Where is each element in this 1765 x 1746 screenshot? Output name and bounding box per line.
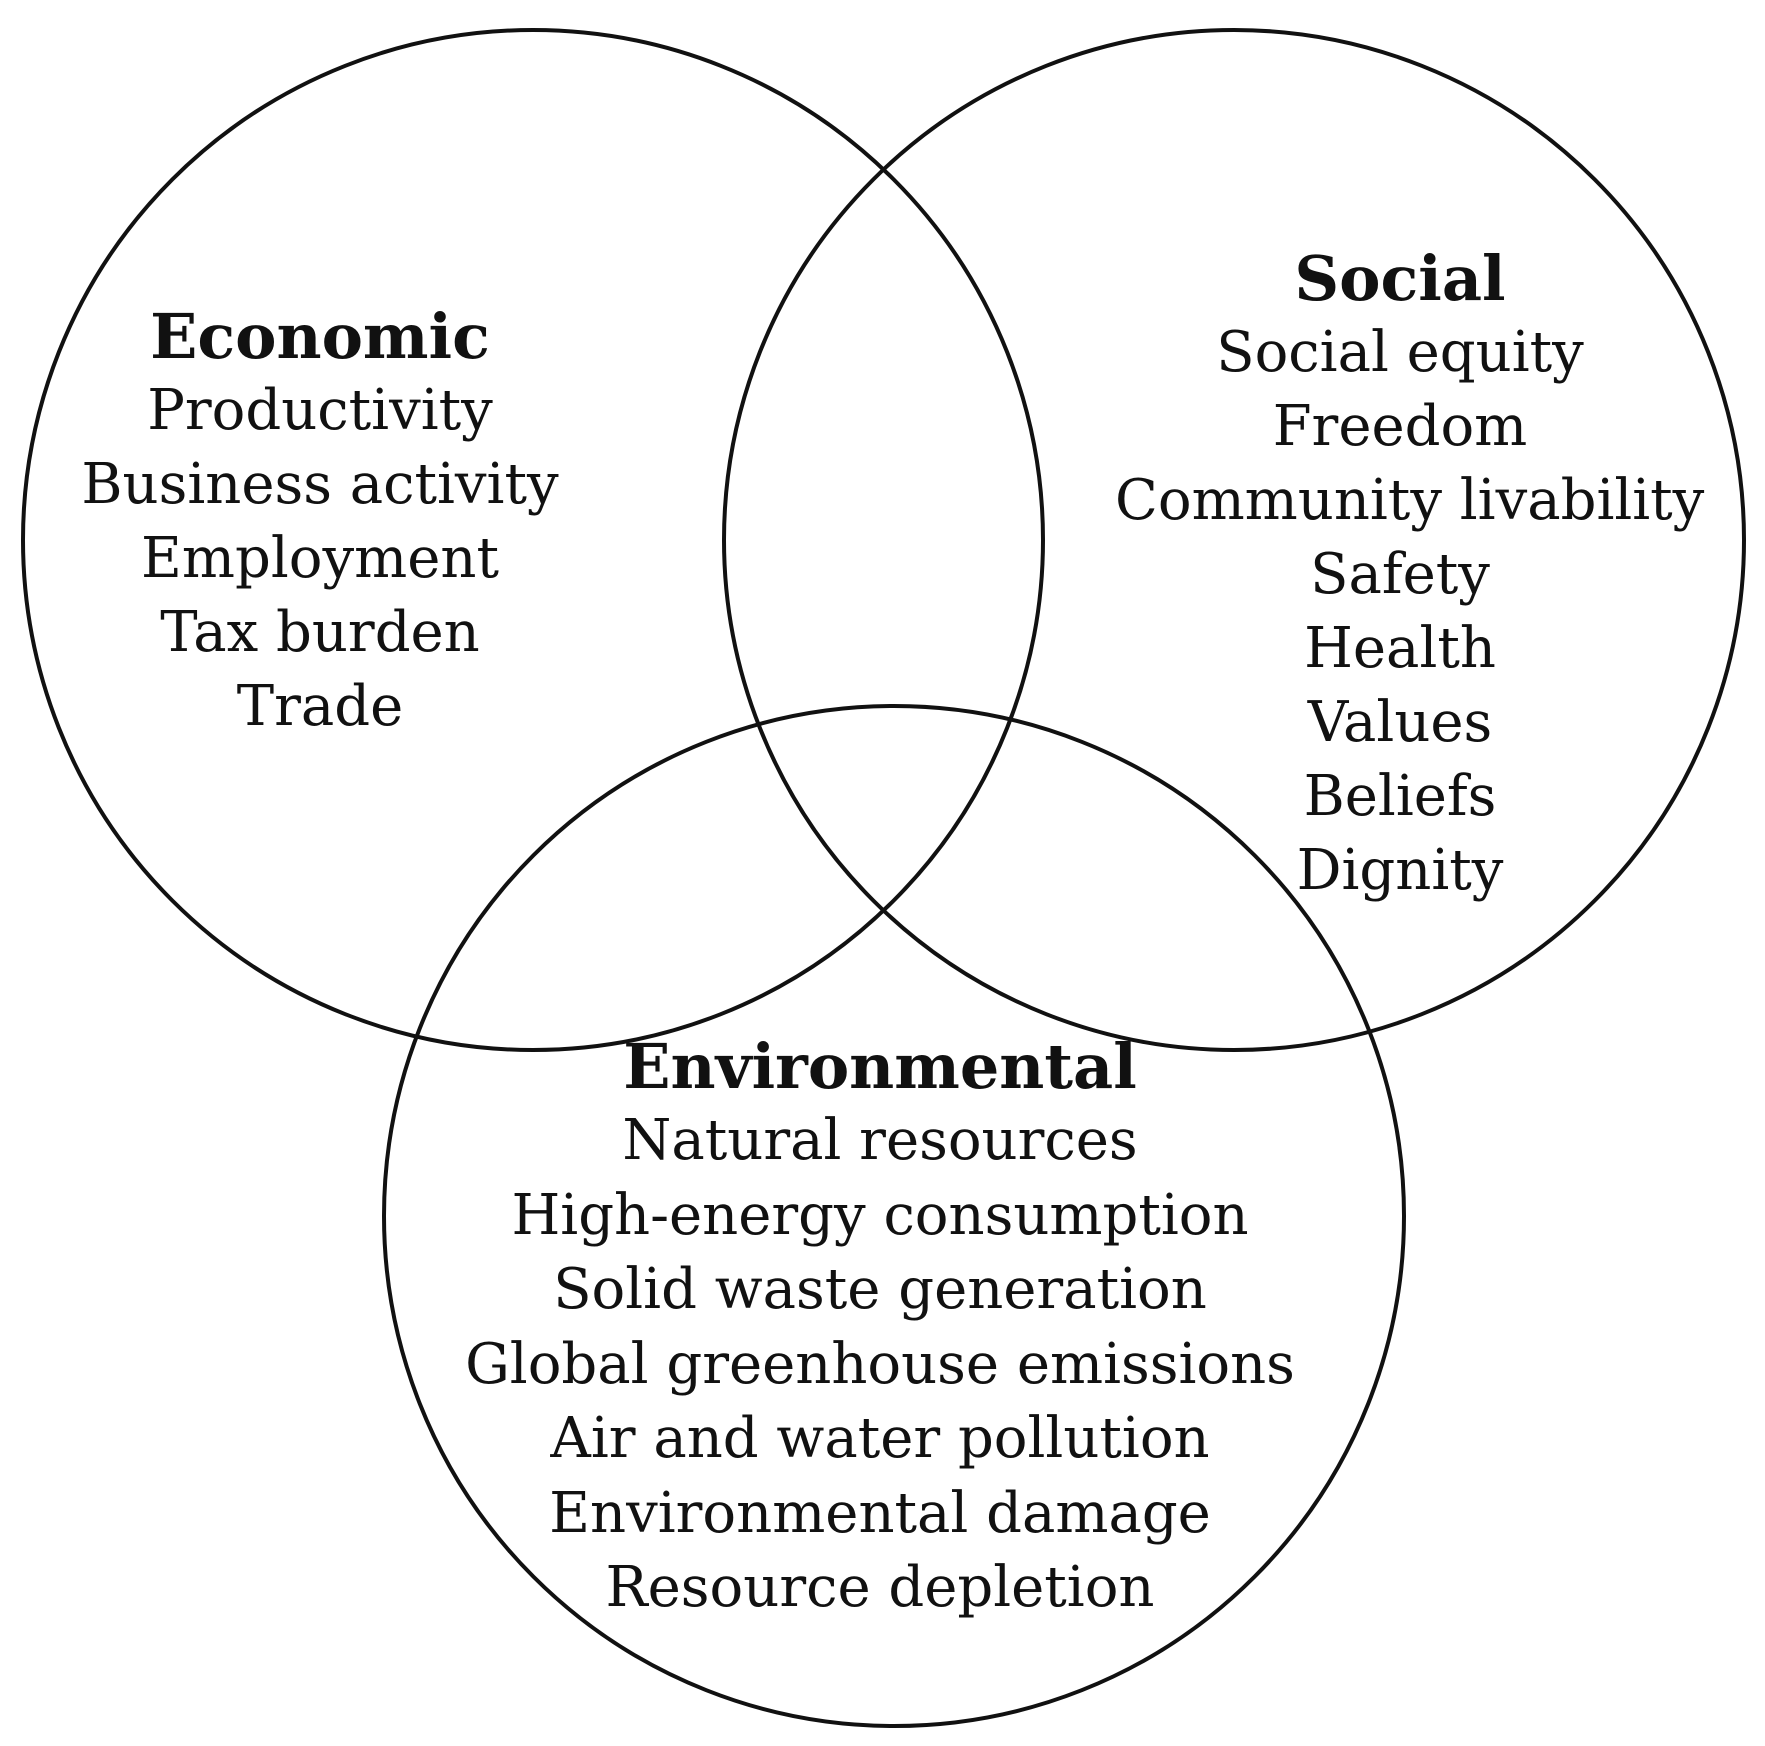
social-item: Values (1307, 690, 1493, 755)
social-item: Freedom (1272, 394, 1528, 459)
economic-circle (21, 28, 1045, 1052)
social-circle (722, 28, 1746, 1052)
economic-set-labels: Economic Productivity Business activity … (60, 300, 580, 744)
social-item: Health (1304, 616, 1496, 681)
environmental-item: Air and water pollution (550, 1406, 1210, 1471)
environmental-item: Solid waste generation (553, 1257, 1207, 1322)
social-item: Safety (1310, 542, 1490, 607)
economic-item: Employment (141, 526, 499, 591)
economic-title: Economic (150, 300, 490, 373)
social-item: Community livability (1115, 468, 1705, 533)
economic-item: Productivity (147, 378, 493, 443)
social-item: Social equity (1216, 320, 1584, 385)
environmental-set-labels: Environmental Natural resources High-ene… (460, 1030, 1300, 1626)
economic-item: Trade (236, 674, 404, 739)
environmental-item: Resource depletion (605, 1555, 1155, 1620)
environmental-item: Natural resources (622, 1108, 1138, 1173)
environmental-item: Environmental damage (549, 1480, 1211, 1546)
economic-item: Tax burden (160, 600, 480, 665)
environmental-item: High-energy consumption (511, 1182, 1249, 1248)
social-title: Social (1294, 242, 1506, 315)
environmental-item: Global greenhouse emissions (465, 1331, 1295, 1397)
environmental-circle (382, 704, 1406, 1728)
economic-item: Business activity (81, 452, 559, 517)
social-item: Beliefs (1303, 764, 1497, 829)
environmental-title: Environmental (623, 1030, 1137, 1103)
social-set-labels: Social Social equity Freedom Community l… (1115, 242, 1705, 908)
social-item: Dignity (1296, 838, 1504, 903)
